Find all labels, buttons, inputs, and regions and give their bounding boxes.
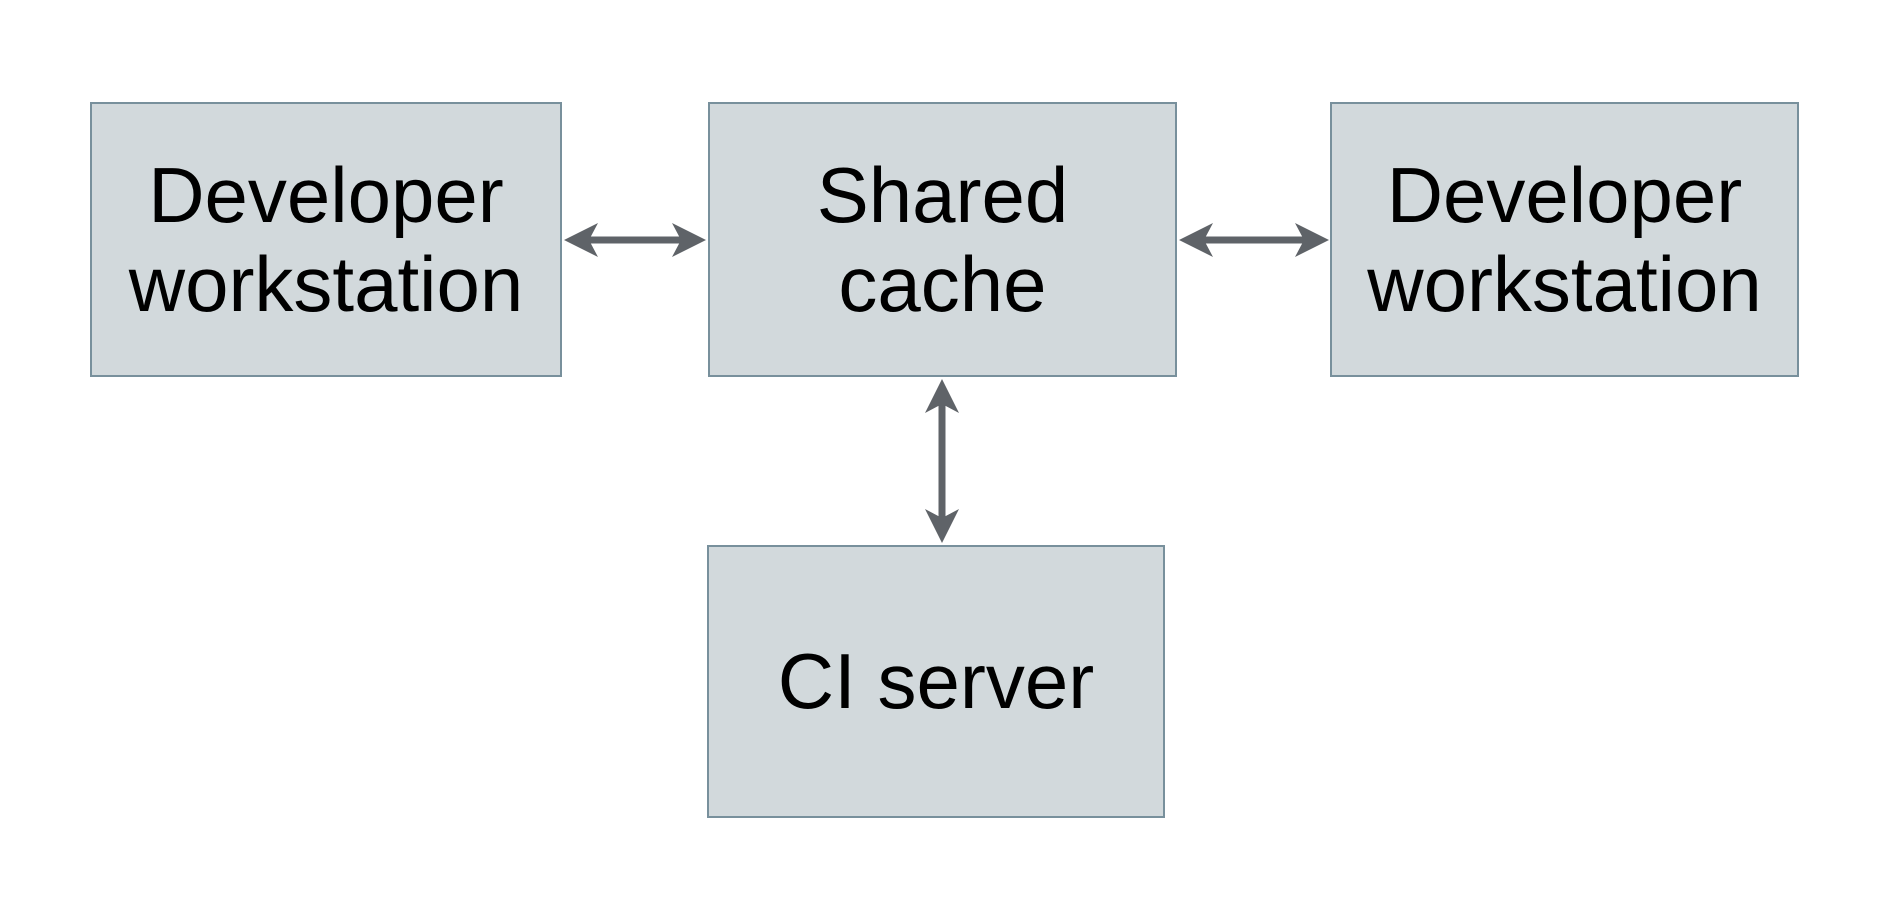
node-developer-workstation-left: Developer workstation bbox=[90, 102, 562, 377]
node-developer-workstation-right: Developer workstation bbox=[1330, 102, 1799, 377]
node-developer-workstation-right-label: Developer workstation bbox=[1367, 150, 1762, 328]
edge-sharedcache-ciserver bbox=[925, 379, 959, 543]
node-ci-server-label: CI server bbox=[777, 637, 1095, 726]
edge-sharedcache-devright bbox=[1179, 223, 1329, 257]
edge-devleft-sharedcache bbox=[564, 223, 706, 257]
node-shared-cache: Shared cache bbox=[708, 102, 1177, 377]
node-shared-cache-label: Shared cache bbox=[816, 150, 1069, 328]
node-developer-workstation-left-label: Developer workstation bbox=[128, 150, 524, 328]
node-ci-server: CI server bbox=[707, 545, 1165, 818]
